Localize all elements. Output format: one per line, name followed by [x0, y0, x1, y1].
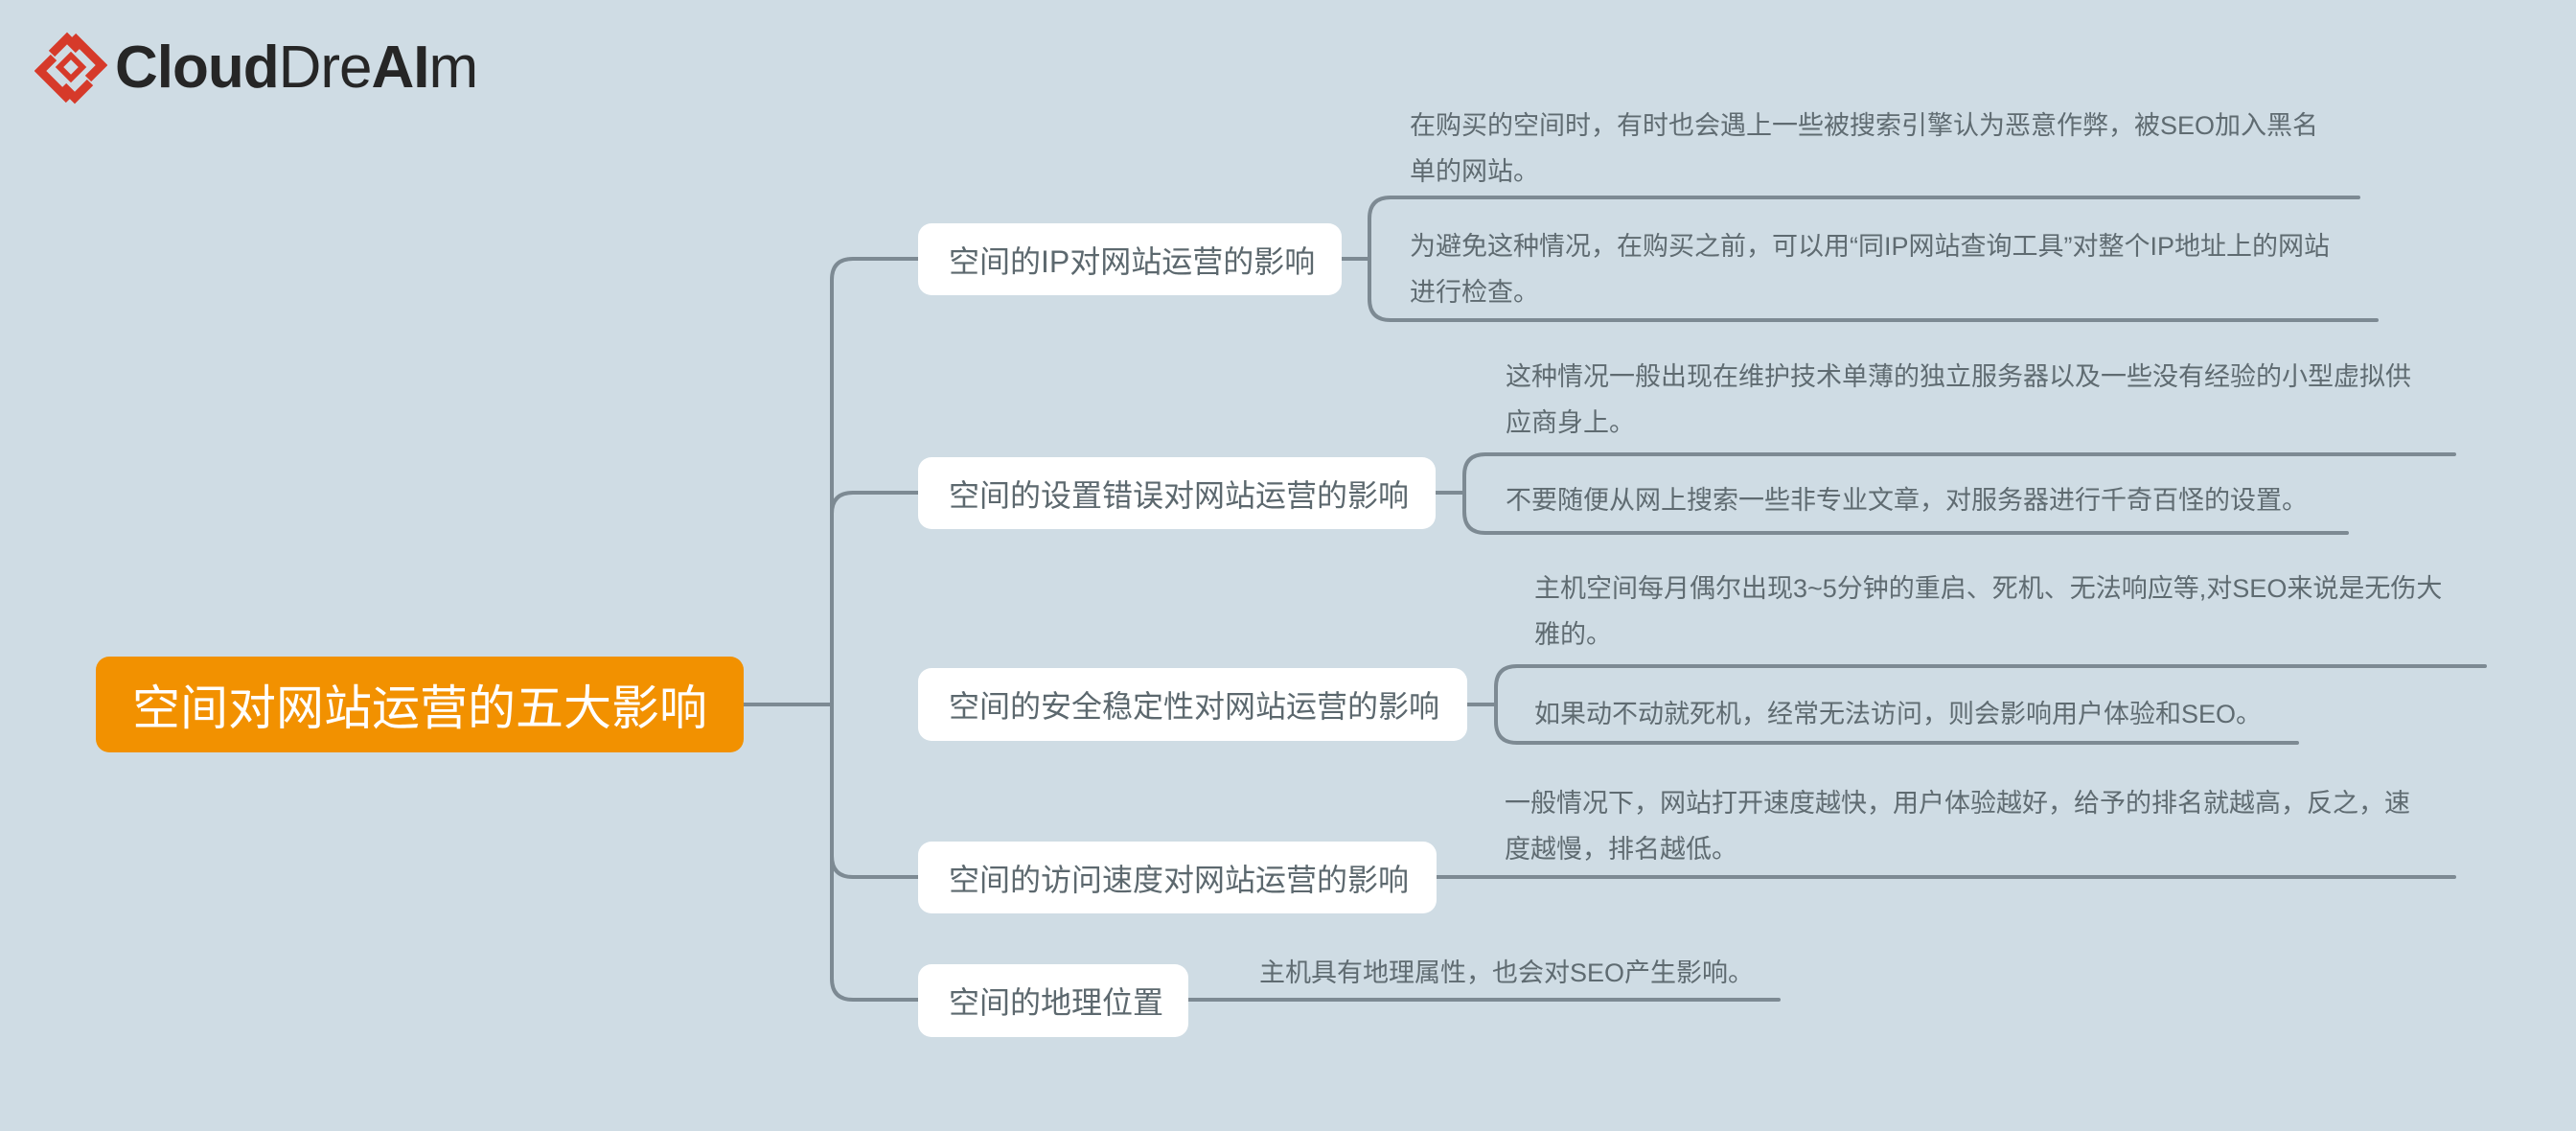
root-topic[interactable]: 空间对网站运营的五大影响 — [96, 657, 744, 752]
branch-label: 空间的地理位置 — [949, 985, 1164, 1020]
brand-logo: CloudDreAIm — [34, 29, 478, 107]
leaf-topic[interactable]: 在购买的空间时，有时也会遇上一些被搜索引擎认为恶意作弊，被SEO加入黑名 单的网… — [1410, 111, 2319, 186]
branch-node-geo-location[interactable]: 空间的地理位置 — [918, 964, 1188, 1037]
leaf-topic[interactable]: 这种情况一般出现在维护技术单薄的独立服务器以及一些没有经验的小型虚拟供 应商身上… — [1506, 362, 2411, 437]
trunk-b2 — [830, 491, 920, 516]
interlocking-diamond-icon — [34, 32, 107, 104]
branch-label: 空间的访问速度对网站运营的影响 — [949, 862, 1410, 897]
trunk-top — [830, 257, 920, 706]
b2-bracket — [1462, 452, 2456, 535]
branch-node-ip[interactable]: 空间的IP对网站运营的影响 — [918, 223, 1342, 295]
b1-bracket — [1368, 196, 2379, 322]
leaf-topic[interactable]: 为避免这种情况，在购买之前，可以用“同IP网站查询工具”对整个IP地址上的网站 … — [1410, 232, 2331, 307]
branch-node-access-speed[interactable]: 空间的访问速度对网站运营的影响 — [918, 842, 1437, 913]
branch-label: 空间的设置错误对网站运营的影响 — [949, 477, 1410, 513]
branch-label: 空间的安全稳定性对网站运营的影响 — [949, 689, 1440, 724]
branch-label: 空间的IP对网站运营的影响 — [949, 243, 1316, 279]
leaf-topic[interactable]: 不要随便从网上搜索一些非专业文章，对服务器进行千奇百怪的设置。 — [1506, 486, 2308, 515]
brand-wordmark: CloudDreAIm — [115, 35, 478, 101]
leaf-topic[interactable]: 一般情况下，网站打开速度越快，用户体验越好，给予的排名就越高，反之，速 度越慢，… — [1505, 789, 2410, 864]
branch-node-security-stability[interactable]: 空间的安全稳定性对网站运营的影响 — [918, 668, 1467, 741]
leaf-topic[interactable]: 主机空间每月偶尔出现3~5分钟的重启、死机、无法响应等,对SEO来说是无伤大 雅… — [1534, 574, 2443, 649]
leaf-topic[interactable]: 主机具有地理属性，也会对SEO产生影响。 — [1259, 958, 1755, 987]
trunk-b4 — [830, 854, 920, 879]
leaf-topic[interactable]: 如果动不动就死机，经常无法访问，则会影响用户体验和SEO。 — [1534, 700, 2263, 728]
trunk-bottom — [830, 703, 920, 1002]
b3-bracket — [1494, 664, 2487, 745]
root-topic-label: 空间对网站运营的五大影响 — [132, 681, 707, 735]
branch-node-settings-error[interactable]: 空间的设置错误对网站运营的影响 — [918, 457, 1436, 529]
